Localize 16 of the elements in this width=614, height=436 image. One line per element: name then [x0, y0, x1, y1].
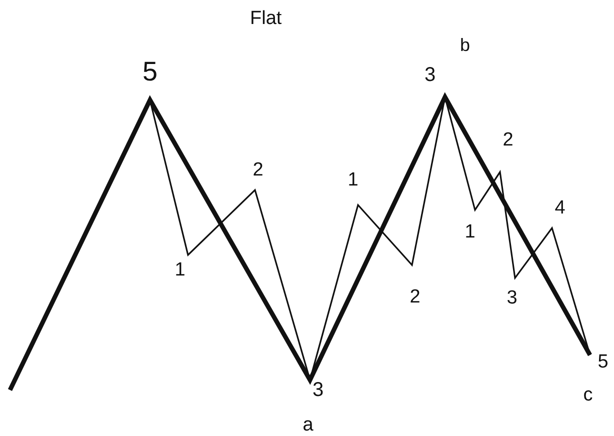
- wave-label: 2: [252, 160, 264, 180]
- wave-label: 3: [424, 65, 436, 85]
- wave-label: 1: [174, 260, 186, 280]
- wave-label: c: [583, 386, 593, 404]
- wave-label: 2: [502, 130, 514, 150]
- wave-label: 4: [554, 198, 566, 218]
- wave-label: b: [460, 36, 470, 54]
- wave-label: a: [302, 416, 314, 434]
- wave-label: 5: [598, 352, 608, 372]
- wave-label: 1: [464, 222, 476, 242]
- wave-label: 1: [348, 170, 358, 190]
- wave-label: 5: [142, 58, 158, 86]
- wave-label: 2: [410, 288, 420, 306]
- wave-label: 3: [506, 288, 518, 308]
- diagram-title: Flat: [250, 8, 282, 30]
- wave-label: 3: [312, 380, 324, 400]
